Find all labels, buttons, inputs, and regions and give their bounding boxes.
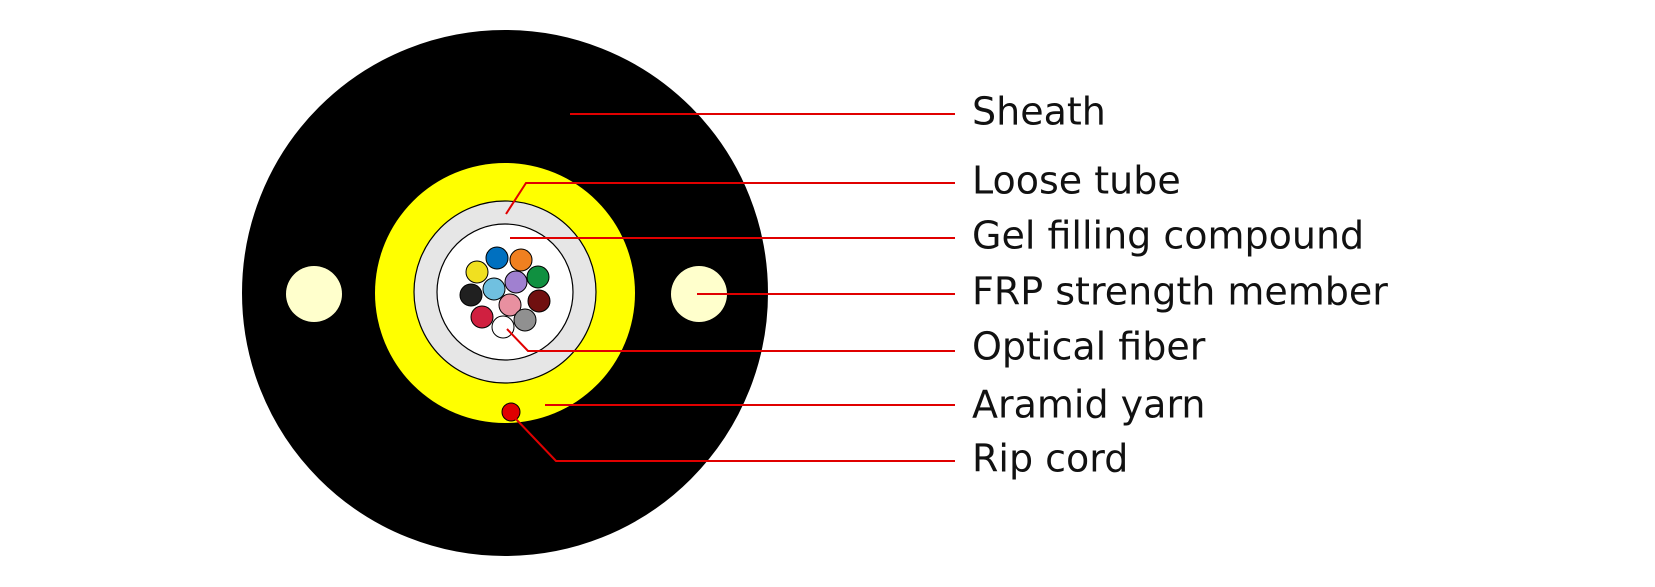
rip-cord-circle (501, 402, 521, 422)
leader-line-rip-cord (513, 416, 955, 462)
optical-fiber (504, 270, 528, 294)
optical-fiber (509, 248, 533, 272)
optical-fiber (513, 308, 537, 332)
frp-strength-member-left (286, 266, 342, 322)
label-gel-filling-compound: Gel filling compound (972, 214, 1364, 258)
optical-fiber (526, 265, 550, 289)
optical-fiber (491, 315, 515, 339)
label-sheath: Sheath (972, 90, 1106, 134)
label-loose-tube: Loose tube (972, 159, 1181, 203)
optical-fiber (498, 293, 522, 317)
label-optical-fiber: Optical fiber (972, 325, 1206, 369)
optical-fiber (459, 283, 483, 307)
leader-line-loose-tube (505, 182, 955, 215)
optical-fiber (465, 260, 489, 284)
label-rip-cord: Rip cord (972, 437, 1128, 481)
optical-fiber (470, 305, 494, 329)
optical-fiber (482, 277, 506, 301)
leader-lines (505, 113, 955, 462)
optical-fiber (527, 289, 551, 313)
optical-fibers-group (459, 246, 551, 339)
label-aramid-yarn: Aramid yarn (972, 383, 1206, 427)
label-frp-strength-member: FRP strength member (972, 270, 1388, 314)
optical-fiber (485, 246, 509, 270)
leader-line-optical-fiber (506, 328, 955, 352)
